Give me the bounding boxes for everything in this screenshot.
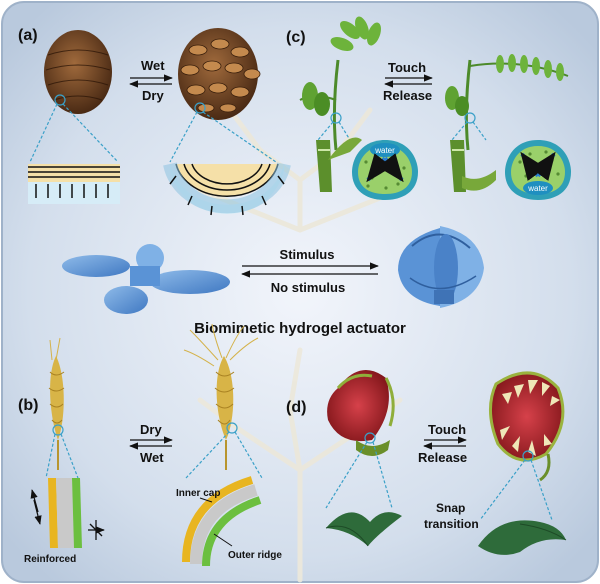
pulvinus-cell-left [352,140,418,200]
panel-c-reverse-label: Release [383,88,432,103]
wheat-awn-strip-straight [48,478,82,548]
bilayer-bent [163,162,291,216]
hydrogel-folded-shape [398,226,484,308]
cell-right-water-label: water [527,184,548,193]
panel-d-forward-label: Touch [428,422,466,437]
bilayer-flat [28,164,120,204]
center-forward-label: Stimulus [280,247,335,262]
hydrogel-flat-cross [62,244,230,314]
center-reverse-label: No stimulus [271,280,345,295]
center-title: Biomimetic hydrogel actuator [194,320,406,337]
leaf-surface-closed [478,520,567,555]
wheat-ear-closed [48,337,65,470]
pulvinus-stem-left [316,137,362,192]
wheat-awn-strip-curved [182,476,262,567]
venus-flytrap-open [327,370,395,456]
cell-left-water-label: water [374,146,395,155]
venus-flytrap-closed [489,371,565,482]
pine-cone-open [178,28,261,120]
callout-inner-cap: Inner cap [176,488,220,499]
panel-c-forward-label: Touch [388,60,426,75]
leaf-surface-open [325,512,402,547]
pulvinus-stem-right [450,140,496,192]
snap-label-line2: transition [424,517,479,531]
panel-a-forward-label: Wet [141,58,165,73]
mimosa-plant-open [299,16,381,151]
panel-a-reverse-label: Dry [142,88,164,103]
panel-d-label: (d) [286,399,306,416]
panel-b-label: (b) [18,397,38,414]
mimosa-plant-folded [445,54,569,151]
snap-label-line1: Snap [436,501,465,515]
panel-d-reverse-label: Release [418,450,467,465]
panel-c-label: (c) [286,29,306,46]
wheat-ear-open [183,323,259,470]
panel-b-forward-label: Dry [140,422,162,437]
panel-a-label: (a) [18,27,38,44]
pine-cone-closed [44,30,112,114]
panel-b-reverse-label: Wet [140,450,164,465]
callout-reinforced: Reinforced [24,554,76,565]
pulvinus-cell-right [505,140,571,200]
callout-outer-ridge: Outer ridge [228,550,282,561]
